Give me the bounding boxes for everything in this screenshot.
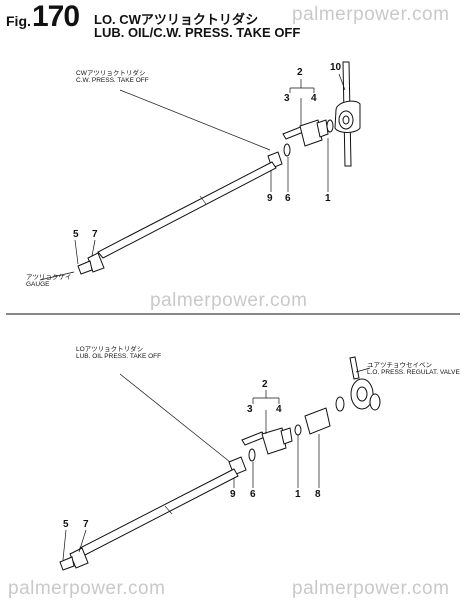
bottom-part-8: 8 [315,489,321,500]
figure-prefix: Fig. [6,13,31,29]
valve-caption-en: L.O. PRESS. REGULAT. VALVE [367,369,460,376]
top-cock-thread [316,119,329,138]
bottom-washer-a [369,393,381,411]
watermark-top-right: palmerpower.com [292,4,450,25]
bottom-assembly [59,356,381,571]
bottom-fitting-7 [69,547,89,569]
top-part-2: 2 [297,67,303,78]
top-part-7: 7 [92,229,98,240]
figure-header: Fig. 170 LO. CWアツリョクトリダシ LUB. OIL/C.W. P… [6,0,461,44]
top-long-pipe [97,161,277,259]
bottom-caption-en: LUB. OIL PRESS. TAKE OFF [76,353,162,360]
bottom-caption: LOアツリョクトリダシ LUB. OIL PRESS. TAKE OFF [76,346,161,360]
top-part-10: 10 [330,62,342,73]
top-washer-6 [283,143,291,157]
valve-caption: ユアツチョウセイベン L.O. PRESS. REGULAT. VALVE [367,362,460,376]
top-cock-body [299,119,323,147]
top-part-9: 9 [267,193,273,204]
top-fitting-5 [77,260,93,275]
bottom-fitting-5 [59,556,75,571]
gauge-caption-jp: アツリョクケイ [26,274,72,281]
bottom-caption-jp: LOアツリョクトリダシ [76,346,144,353]
bottom-part-2: 2 [262,379,268,390]
top-part-4: 4 [311,93,317,104]
top-part-1: 1 [325,193,331,204]
bottom-cock-thread [280,427,293,445]
bottom-long-pipe [79,468,239,556]
figure-title-jp: LO. CWアツリョクトリダシ [94,12,259,27]
top-caption-en: C.W. PRESS. TAKE OFF [76,77,149,84]
bottom-washer-1 [294,424,302,436]
top-assembly [77,61,361,275]
top-part-5: 5 [73,229,79,240]
valve-caption-jp: ユアツチョウセイベン [367,362,432,369]
bottom-part-6: 6 [250,489,256,500]
watermark-bottom-left: palmerpower.com [8,578,166,599]
bottom-part-9: 9 [230,489,236,500]
figure-title-en: LUB. OIL/C.W. PRESS. TAKE OFF [94,25,301,40]
figure-number: 170 [32,0,80,33]
bottom-cock-body [261,427,287,455]
top-part-3: 3 [284,93,290,104]
bottom-part-5: 5 [63,519,69,530]
bottom-washer-6 [248,448,256,462]
leader-lines [39,73,371,561]
bottom-vertical-pipe [349,356,360,380]
bottom-part-4: 4 [276,404,282,415]
top-caption-jp: CWアツリョクトリダシ [76,70,146,77]
gauge-caption: アツリョクケイ GAUGE [26,274,71,288]
bottom-part-3: 3 [247,404,253,415]
watermark-bottom-right: palmerpower.com [292,578,450,599]
bottom-adapter-8 [304,407,331,435]
bottom-part-1: 1 [295,489,301,500]
top-part-6: 6 [285,193,291,204]
bottom-part-7: 7 [83,519,89,530]
top-caption: CWアツリョクトリダシ C.W. PRESS. TAKE OFF [76,70,149,84]
bottom-washer-b [335,396,345,412]
gauge-caption-en: GAUGE [26,281,50,288]
watermark-middle: palmerpower.com [150,290,308,311]
